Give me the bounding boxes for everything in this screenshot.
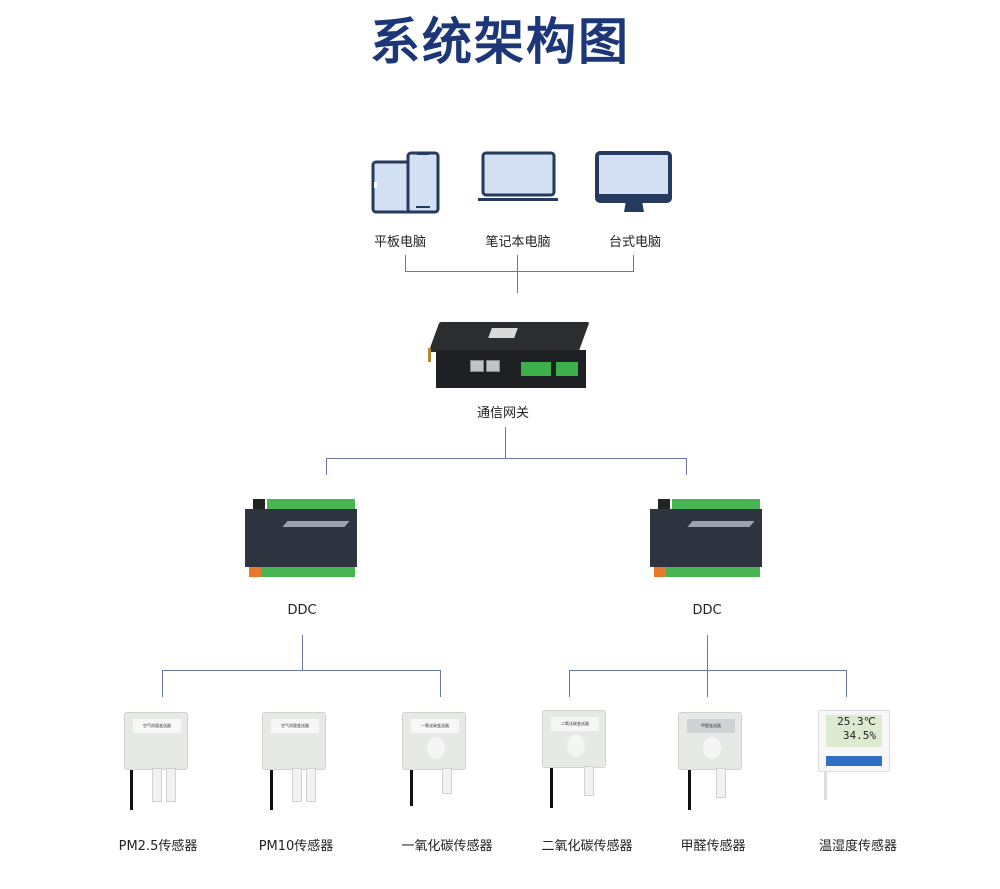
tablet-phone-icon [371, 151, 440, 214]
ddc-label-left: DDC [287, 603, 317, 618]
connector [569, 670, 847, 671]
temp-humidity-sensor-image: 25.3℃ 34.5% [818, 710, 894, 805]
page-title: 系统架构图 [370, 13, 630, 71]
co-sensor-image: 一氧化碳变送器 [396, 712, 472, 807]
connector [302, 635, 303, 670]
client-label-tablet: 平板电脑 [373, 235, 426, 250]
connector [846, 670, 847, 697]
sensor-label-co2: 二氧化碳传感器 [541, 839, 633, 854]
ddc-label-right: DDC [692, 603, 722, 618]
connector [517, 255, 518, 293]
client-label-desktop: 台式电脑 [608, 235, 661, 250]
connector [326, 458, 327, 475]
laptop-icon [478, 151, 558, 201]
sensor-label-co: 一氧化碳传感器 [401, 839, 493, 854]
ddc-device-image [650, 495, 762, 579]
gateway-label: 通信网关 [476, 406, 529, 421]
client-label-laptop: 笔记本电脑 [485, 235, 551, 250]
connector [162, 670, 163, 697]
gateway-device-image [428, 322, 593, 392]
connector [162, 670, 441, 671]
sensor-label-pm10: PM10传感器 [258, 839, 334, 854]
formaldehyde-sensor-image: 甲醛变送器 [672, 712, 748, 810]
co2-sensor-image: 二氧化碳变送器 [536, 710, 612, 808]
connector [707, 635, 708, 697]
connector [326, 458, 687, 459]
connector [405, 255, 406, 272]
pm10-sensor-image: 空气质量变送器 [256, 712, 332, 810]
connector [440, 670, 441, 697]
connector [405, 271, 634, 272]
connector [686, 458, 687, 475]
sensor-label-formaldehyde: 甲醛传感器 [680, 839, 746, 854]
temperature-readout: 25.3℃ [837, 715, 876, 728]
ddc-device-image [245, 495, 357, 579]
connector [569, 670, 570, 697]
humidity-readout: 34.5% [842, 729, 876, 742]
connector [633, 255, 634, 272]
sensor-label-pm25: PM2.5传感器 [118, 839, 198, 854]
connector [505, 427, 506, 458]
sensor-label-temp-humidity: 温湿度传感器 [818, 839, 897, 854]
desktop-monitor-icon [595, 151, 672, 212]
pm25-sensor-image: 空气质量变送器 [118, 712, 194, 810]
